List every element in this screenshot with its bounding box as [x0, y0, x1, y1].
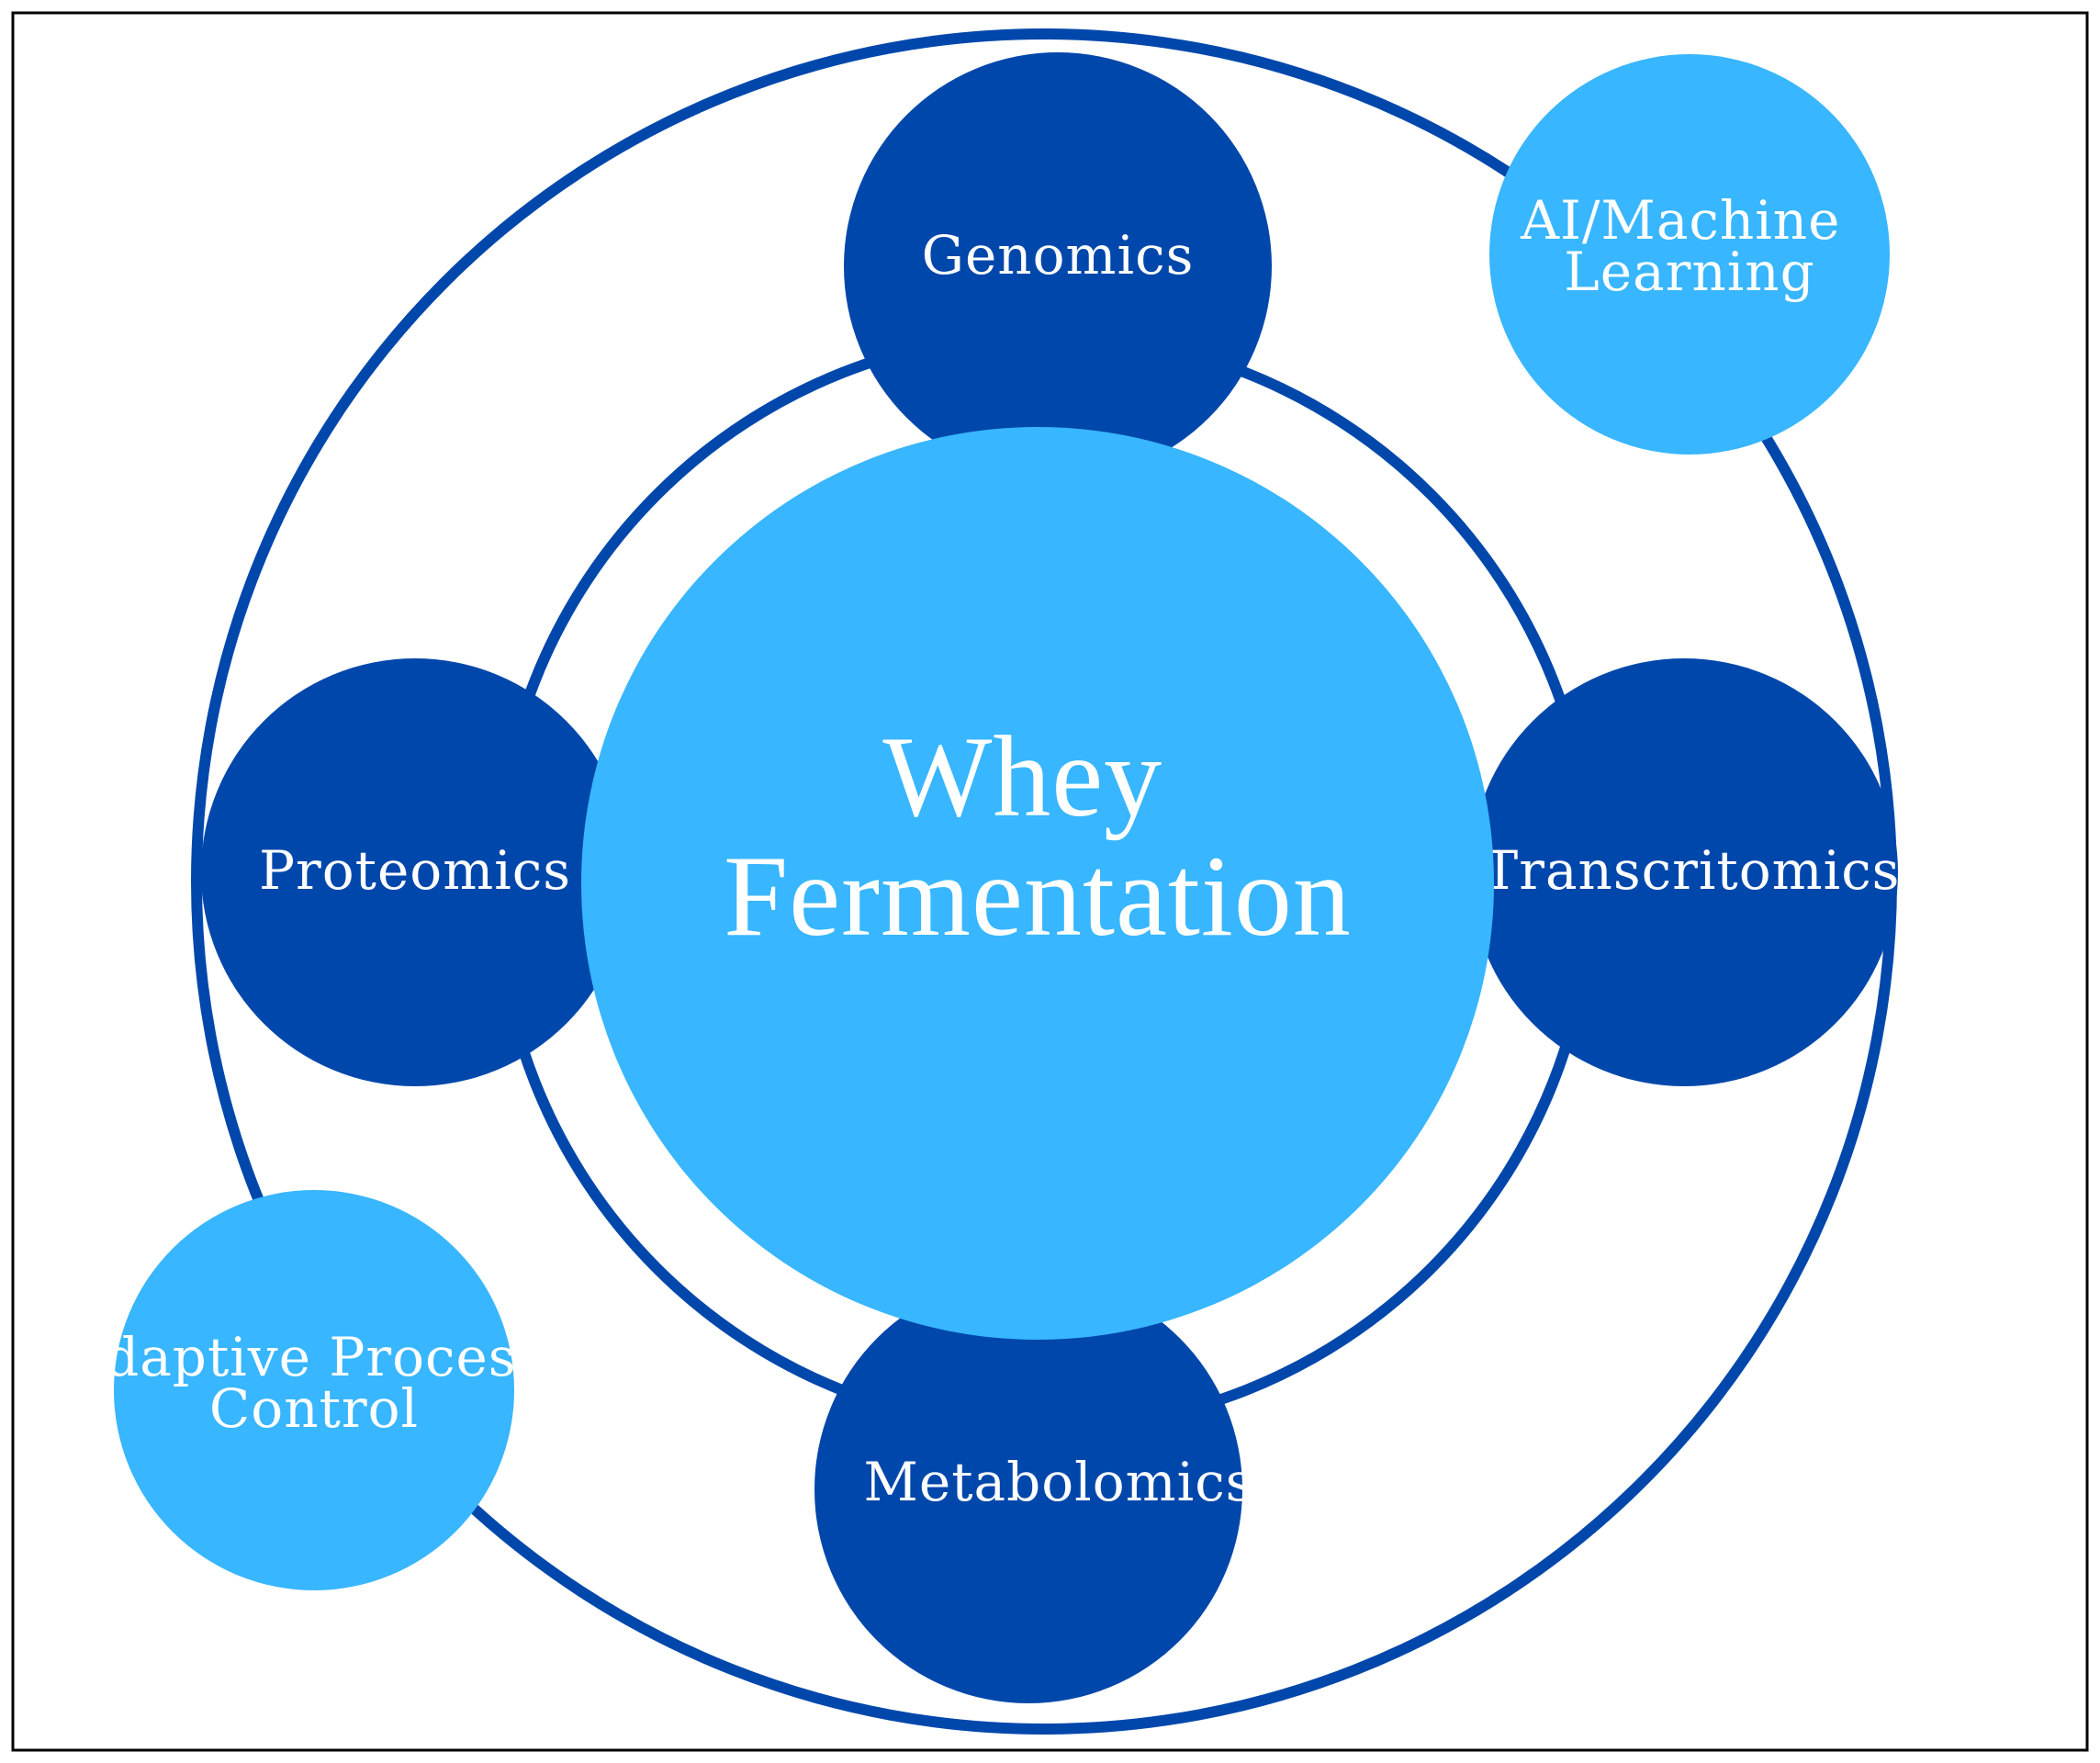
- node-proteomics: Proteomics: [201, 658, 629, 1086]
- center-node-whey-fermentation: Whey Fermentation: [581, 427, 1494, 1340]
- node-adaptive-process-control: Adaptive Process Control: [64, 1190, 563, 1590]
- center-node-label-line-2: Fermentation: [724, 833, 1352, 960]
- node-genomics-label: Genomics: [922, 224, 1195, 286]
- node-genomics-circle: [844, 52, 1272, 480]
- center-node-label: Whey Fermentation: [724, 713, 1352, 960]
- node-adaptive-process-control-label: Adaptive Process Control: [64, 1326, 563, 1440]
- node-proteomics-label: Proteomics: [259, 839, 571, 902]
- node-ai-machine-learning-label-line-1: AI/Machine: [1520, 189, 1840, 252]
- node-transcriptomics-label: Transcritomics: [1483, 839, 1901, 902]
- node-metabolomics-label-line-1: Metabolomics: [864, 1451, 1254, 1513]
- node-ai-machine-learning-circle: [1489, 54, 1890, 455]
- node-genomics: Genomics: [844, 52, 1272, 480]
- node-metabolomics: Metabolomics: [814, 1275, 1254, 1703]
- node-proteomics-label-line-1: Proteomics: [259, 839, 571, 902]
- node-adaptive-process-control-label-line-2: Control: [209, 1377, 419, 1440]
- node-ai-machine-learning-label: AI/Machine Learning: [1520, 189, 1859, 303]
- node-metabolomics-circle: [814, 1275, 1242, 1703]
- node-proteomics-circle: [201, 658, 629, 1086]
- center-node-label-line-1: Whey: [882, 713, 1162, 841]
- node-transcriptomics: Transcritomics: [1470, 658, 1901, 1086]
- node-ai-machine-learning: AI/Machine Learning: [1489, 54, 1890, 455]
- node-adaptive-process-control-label-line-1: Adaptive Process: [64, 1326, 545, 1388]
- node-genomics-label-line-1: Genomics: [922, 224, 1195, 286]
- node-transcriptomics-circle: [1470, 658, 1898, 1086]
- center-node-circle: [581, 427, 1494, 1340]
- diagram-canvas: AI/Machine Learning Adaptive Process Con…: [11, 11, 2089, 1752]
- node-metabolomics-label: Metabolomics: [864, 1451, 1254, 1513]
- node-ai-machine-learning-label-line-2: Learning: [1564, 241, 1815, 303]
- node-transcriptomics-label-line-1: Transcritomics: [1483, 839, 1901, 902]
- node-adaptive-process-control-circle: [114, 1190, 514, 1590]
